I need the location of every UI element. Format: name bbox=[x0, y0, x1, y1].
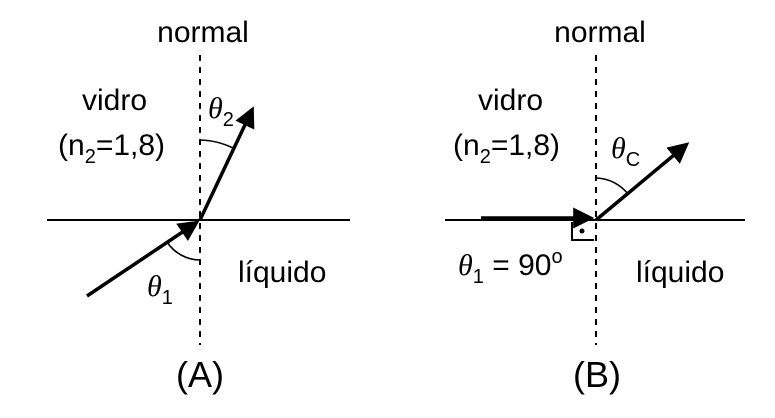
panel-a-medium-top-name: vidro bbox=[82, 84, 147, 117]
panel-a-normal-label: normal bbox=[157, 16, 249, 49]
panel-b-angle-arc-critical bbox=[595, 177, 629, 195]
panel-a-incident-ray bbox=[86, 220, 200, 298]
panel-b-right-angle-dot bbox=[579, 228, 585, 234]
panel-b-medium-top-index: (n2=1,8) bbox=[453, 129, 560, 168]
panel-b-right-angle-mark bbox=[571, 222, 594, 241]
panel-b: normal vidro (n2=1,8) líquido θC θ1 = 90… bbox=[445, 16, 745, 395]
panel-a-angle-refracted-label: θ2 bbox=[208, 92, 234, 131]
panel-b-caption: (B) bbox=[573, 354, 621, 395]
panel-b-medium-top-name: vidro bbox=[478, 84, 543, 117]
panel-a-angle-incident-label: θ1 bbox=[147, 270, 173, 309]
panel-a-angle-arc-incident bbox=[166, 241, 201, 261]
panel-b-angle-incident-label: θ1 = 90o bbox=[458, 246, 563, 288]
panel-a-medium-bottom-name: líquido bbox=[238, 256, 326, 289]
panel-a: normal vidro (n2=1,8) líquido θ2 θ1 (A) bbox=[47, 16, 350, 395]
panel-a-angle-arc-refracted bbox=[199, 139, 234, 149]
panel-a-medium-top-index: (n2=1,8) bbox=[58, 129, 165, 168]
panel-b-critical-ray bbox=[594, 142, 690, 222]
panel-b-angle-critical-label: θC bbox=[611, 132, 640, 171]
panel-b-medium-bottom-name: líquido bbox=[636, 256, 724, 289]
panel-a-refracted-ray bbox=[198, 106, 255, 221]
panel-a-caption: (A) bbox=[176, 354, 224, 395]
panel-b-normal-label: normal bbox=[554, 16, 646, 49]
